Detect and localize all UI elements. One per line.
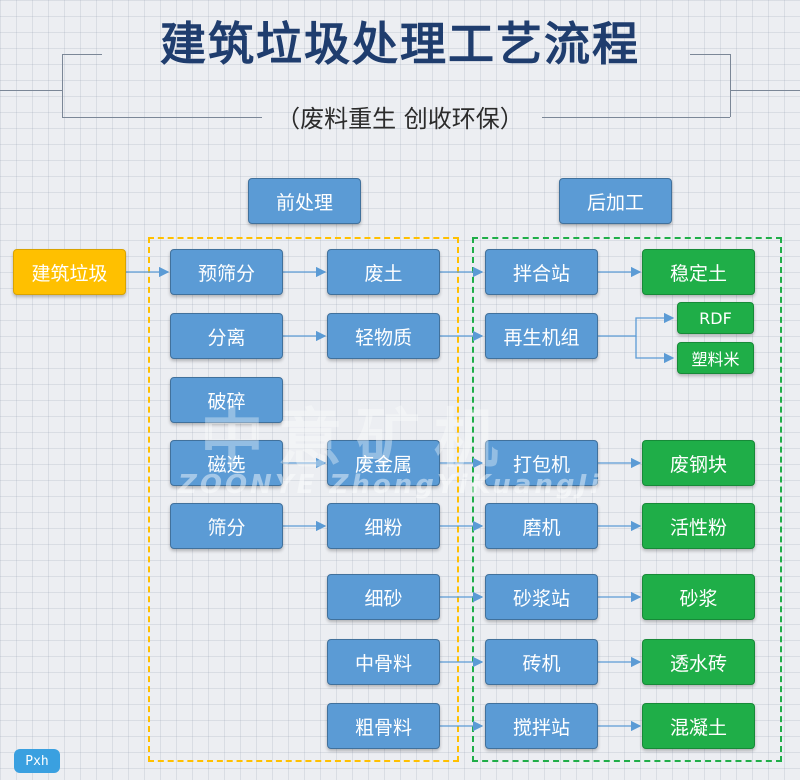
- page-title: 建筑垃圾处理工艺流程: [160, 17, 640, 71]
- product-mortar: 砂浆: [642, 574, 755, 620]
- material-waste-soil: 废土: [327, 249, 440, 295]
- material-light-matter: 轻物质: [327, 313, 440, 359]
- product-steel-blocks: 废钢块: [642, 440, 755, 486]
- frame-top-right: [690, 54, 730, 55]
- material-scrap-metal: 废金属: [327, 440, 440, 486]
- equipment-brick-machine: 砖机: [485, 639, 598, 685]
- title-rule-left: [0, 90, 62, 91]
- product-active-powder: 活性粉: [642, 503, 755, 549]
- equipment-mortar-station: 砂浆站: [485, 574, 598, 620]
- header-pre-processing: 前处理: [248, 178, 361, 224]
- title-rule-right: [730, 90, 800, 91]
- source-construction-waste: 建筑垃圾: [13, 249, 126, 295]
- step-magnetic-separation: 磁选: [170, 440, 283, 486]
- material-coarse-aggregate: 粗骨料: [327, 703, 440, 749]
- material-fine-sand: 细砂: [327, 574, 440, 620]
- equipment-mixing-station: 拌合站: [485, 249, 598, 295]
- material-fine-powder: 细粉: [327, 503, 440, 549]
- product-permeable-brick: 透水砖: [642, 639, 755, 685]
- frame-bottom-right: [542, 117, 730, 118]
- product-stabilized-soil: 稳定土: [642, 249, 755, 295]
- pre-processing-region: [148, 237, 459, 762]
- step-pre-screening: 预筛分: [170, 249, 283, 295]
- post-processing-region: [472, 237, 782, 762]
- frame-left: [62, 54, 63, 117]
- frame-right: [730, 54, 731, 117]
- frame-top-left: [62, 54, 102, 55]
- equipment-mill: 磨机: [485, 503, 598, 549]
- header-post-processing: 后加工: [559, 178, 672, 224]
- material-medium-aggregate: 中骨料: [327, 639, 440, 685]
- product-rdf: RDF: [677, 302, 754, 334]
- subtitle: （废料重生 创收环保）: [276, 105, 524, 133]
- equipment-recycling-unit: 再生机组: [485, 313, 598, 359]
- equipment-baler: 打包机: [485, 440, 598, 486]
- product-concrete: 混凝土: [642, 703, 755, 749]
- corner-badge: Pxh: [14, 749, 60, 773]
- product-plastic-pellets: 塑料米: [677, 342, 754, 374]
- equipment-concrete-mixing-station: 搅拌站: [485, 703, 598, 749]
- step-screening: 筛分: [170, 503, 283, 549]
- watermark-brand: 中意矿机: [200, 403, 512, 477]
- watermark-latin: ZOONYE ZhongYiKuangJi: [178, 470, 603, 500]
- step-separation: 分离: [170, 313, 283, 359]
- step-crushing: 破碎: [170, 377, 283, 423]
- frame-bottom-left: [62, 117, 262, 118]
